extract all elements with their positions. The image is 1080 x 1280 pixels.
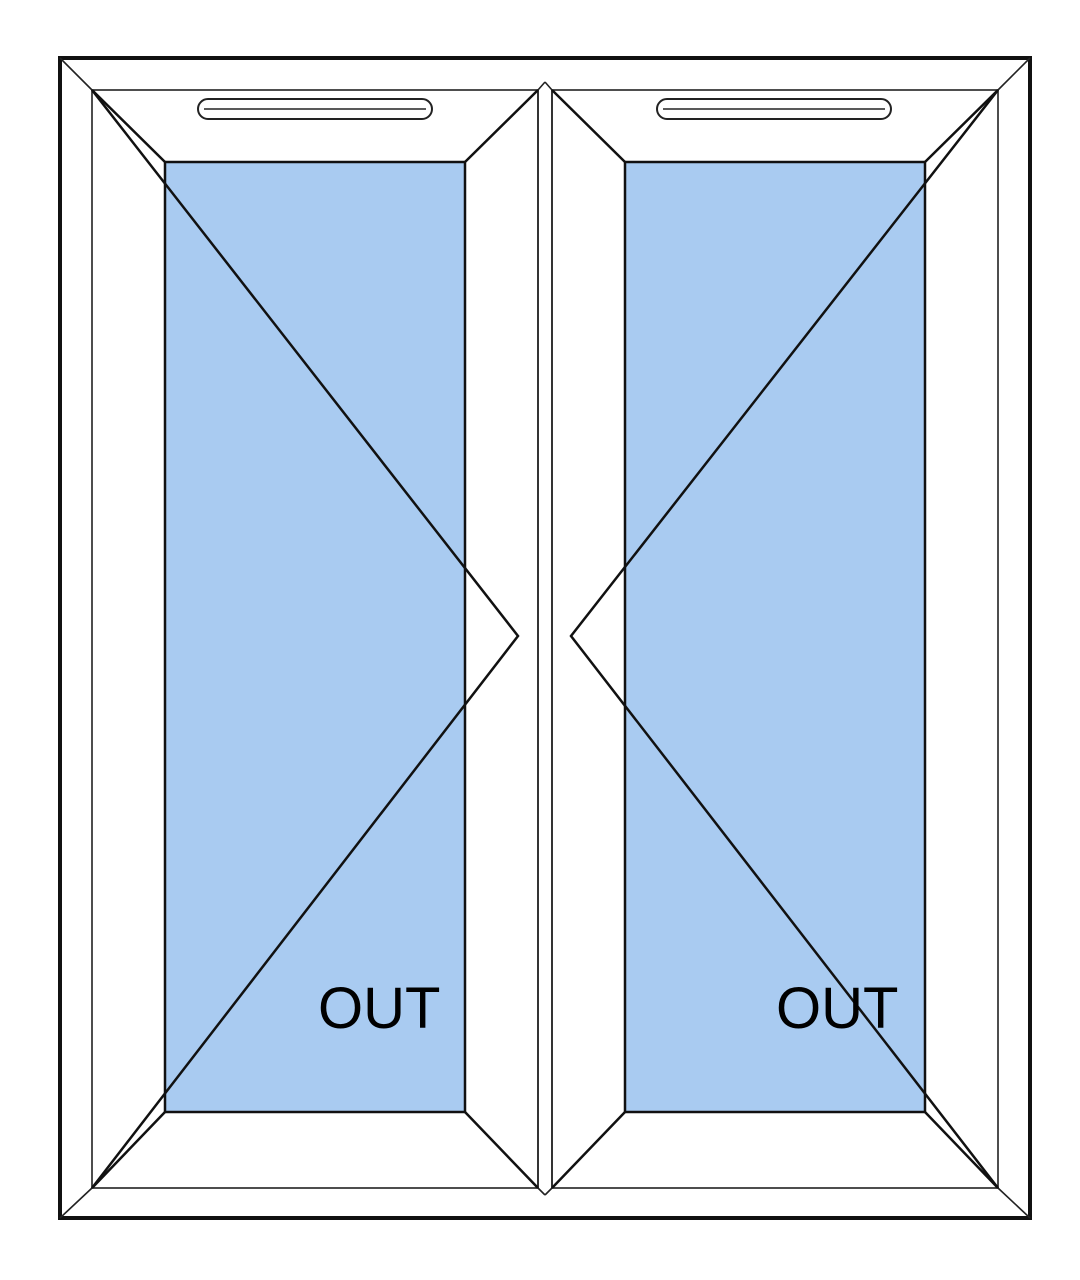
- left-glass-pane: [163, 160, 467, 1114]
- right-sash: OUT: [551, 89, 999, 1189]
- left-sash-label: OUT: [318, 976, 440, 1041]
- central-mullion: [537, 81, 553, 1196]
- right-glass-pane: [623, 160, 927, 1114]
- left-opening-indicator: [91, 89, 520, 1189]
- frame-miters: [59, 57, 1031, 1219]
- right-sash-label: OUT: [776, 976, 898, 1041]
- right-opening-indicator: [569, 89, 999, 1189]
- left-sash: OUT: [91, 89, 539, 1189]
